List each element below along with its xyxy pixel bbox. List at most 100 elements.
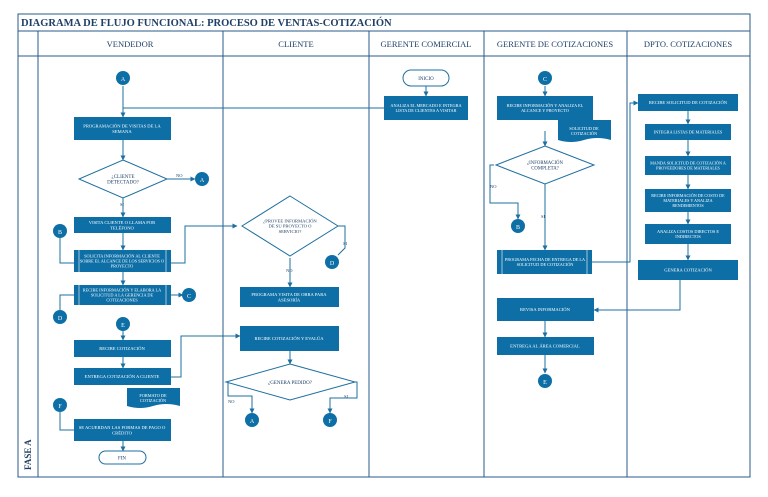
- connector-c-vendedor: C: [182, 288, 196, 302]
- connector-a-cliente: A: [245, 413, 259, 427]
- svg-text:E: E: [543, 380, 547, 386]
- label-no-completa: NO: [490, 184, 497, 189]
- label-no-cliente: NO: [176, 173, 183, 178]
- process-entrega-cotizacion: ENTREGA COTIZACIÓN A CLIENTE: [74, 368, 171, 385]
- svg-text:REVISA INFORMACIÓN: REVISA INFORMACIÓN: [520, 307, 571, 312]
- svg-text:RECIBE SOLICITUD DE COTIZACIÓN: RECIBE SOLICITUD DE COTIZACIÓN: [649, 100, 728, 105]
- diagram-title: DIAGRAMA DE FLUJO FUNCIONAL: PROCESO DE …: [21, 17, 392, 29]
- svg-text:F: F: [58, 404, 62, 410]
- process-integra-listas: INTEGRA LISTAS DE MATERIALES: [645, 124, 731, 140]
- label-si-completa: SI: [541, 214, 546, 219]
- label-si-pedido: SI: [344, 394, 349, 399]
- label-si-cliente: SI: [120, 202, 125, 207]
- connector-e-vendedor: E: [116, 317, 130, 331]
- svg-text:RECIBE COTIZACIÓN Y EVALÚA: RECIBE COTIZACIÓN Y EVALÚA: [254, 336, 324, 341]
- svg-text:FIN: FIN: [118, 456, 126, 461]
- svg-text:E: E: [121, 323, 125, 329]
- connector-b-vendedor: B: [53, 224, 67, 238]
- svg-text:PROGRAMA FECHA DE ENTREGA DE L: PROGRAMA FECHA DE ENTREGA DE LASOLICITUD…: [505, 257, 586, 267]
- lane-header-gerente-cotizaciones: GERENTE DE COTIZACIONES: [497, 39, 613, 49]
- connector-f-cliente: F: [323, 413, 337, 427]
- diagram-frame: [17, 13, 751, 478]
- label-no-pedido: NO: [228, 399, 235, 404]
- svg-text:B: B: [516, 225, 520, 231]
- svg-text:A: A: [250, 419, 255, 425]
- process-entrega-comercial: ENTREGA AL ÁREA COMERCIAL: [497, 337, 594, 355]
- svg-text:INTEGRA LISTAS DE MATERIALES: INTEGRA LISTAS DE MATERIALES: [654, 130, 723, 135]
- connector-f-vendedor: F: [53, 398, 67, 412]
- process-genera-cotizacion: GENERA COTIZACIÓN: [638, 260, 738, 280]
- phase-label: FASE A: [23, 439, 33, 470]
- svg-text:INICIO: INICIO: [418, 77, 434, 82]
- terminal-inicio: INICIO: [402, 69, 450, 87]
- svg-text:F: F: [328, 419, 332, 425]
- svg-text:RECIBE INFORMACIÓN Y ELABORA L: RECIBE INFORMACIÓN Y ELABORA LASOLICITUD…: [83, 288, 162, 303]
- svg-text:C: C: [187, 294, 191, 300]
- decision-genera-pedido: ¿GENERA PEDIDO?: [224, 363, 357, 401]
- svg-text:¿GENERA PEDIDO?: ¿GENERA PEDIDO?: [268, 381, 313, 386]
- lane-header-cliente: CLIENTE: [278, 39, 313, 49]
- label-no-provee: NO: [286, 268, 293, 273]
- svg-text:GENERA COTIZACIÓN: GENERA COTIZACIÓN: [664, 268, 712, 273]
- svg-text:D: D: [330, 261, 335, 267]
- connector-a-no: A: [195, 172, 209, 186]
- svg-text:RECIBE INFORMACIÓN DE COSTO DE: RECIBE INFORMACIÓN DE COSTO DEMATERIALES…: [651, 193, 725, 208]
- svg-text:A: A: [200, 178, 205, 184]
- svg-text:D: D: [58, 316, 63, 322]
- svg-text:ENTREGA COTIZACIÓN A CLIENTE: ENTREGA COTIZACIÓN A CLIENTE: [85, 374, 160, 379]
- process-recibe-solicitud: RECIBE SOLICITUD DE COTIZACIÓN: [638, 94, 738, 111]
- connector-d-vendedor: D: [53, 310, 67, 324]
- process-revisa: REVISA INFORMACIÓN: [497, 298, 594, 321]
- connector-e-gerente: E: [538, 374, 552, 388]
- lane-header-gerente-comercial: GERENTE COMERCIAL: [381, 39, 472, 49]
- svg-text:MANDA SOLICITUD DE COTIZACIÓN: MANDA SOLICITUD DE COTIZACIÓN APROVEEDOR…: [650, 161, 726, 171]
- terminal-fin: FIN: [98, 450, 147, 465]
- connector-c-gerente: C: [538, 71, 552, 85]
- label-si-provee: SI: [343, 241, 348, 246]
- svg-text:RECIBE COTIZACIÓN: RECIBE COTIZACIÓN: [99, 346, 145, 351]
- flow-connectors: [59, 86, 691, 452]
- svg-text:ENTREGA AL ÁREA COMERCIAL: ENTREGA AL ÁREA COMERCIAL: [510, 344, 580, 349]
- lane-header-dpto-cotizaciones: DPTO. COTIZACIONES: [644, 39, 732, 49]
- connector-d-cliente: D: [325, 255, 339, 269]
- lane-header-vendedor: VENDEDOR: [107, 39, 154, 49]
- connector-a-top: A: [116, 71, 130, 85]
- svg-text:B: B: [58, 230, 62, 236]
- process-recibe-evalua: RECIBE COTIZACIÓN Y EVALÚA: [240, 326, 339, 351]
- svg-text:C: C: [543, 77, 547, 83]
- svg-text:A: A: [121, 77, 126, 83]
- process-recibe-cotizacion: RECIBE COTIZACIÓN: [74, 340, 171, 357]
- connector-b-gerente: B: [511, 219, 525, 233]
